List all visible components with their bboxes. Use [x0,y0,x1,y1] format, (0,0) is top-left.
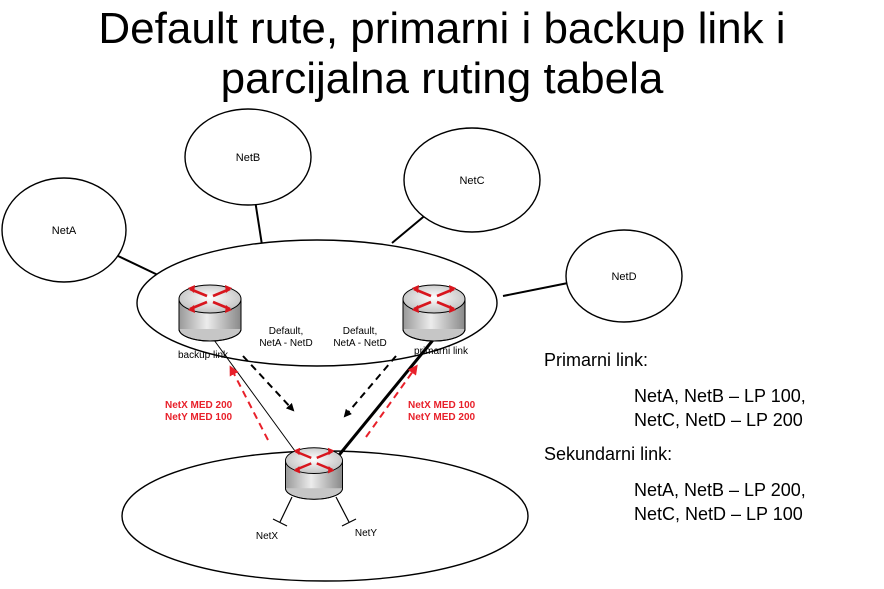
page-title: Default rute, primarni i backup link i p… [0,4,884,104]
med-backup-line1: NetX MED 200 [165,400,233,411]
title-line-2: parcijalna ruting tabela [220,54,664,103]
link-netc [391,212,429,244]
primary-link-line [333,339,435,461]
neta-cloud [1,177,127,283]
nety-label: NetY [355,528,378,539]
netx-stub [279,496,293,523]
legend-primary-header: Primarni link: [544,350,649,370]
legend-secondary-header: Sekundarni link: [544,444,673,464]
primary-link-label: primarni link [414,346,469,357]
red-dashed-arrow-backup [229,365,269,441]
nety-stub [335,496,350,523]
link-neta [115,254,161,277]
backup-link-line [213,339,304,463]
red-dashed-arrow-primary [365,364,418,438]
backup-link-label: backup link [178,350,229,361]
title-line-1: Default rute, primarni i backup link i [98,4,786,53]
netd-cloud [565,229,683,323]
local-pref-legend: Primarni link: NetA, NetB – LP 100, NetC… [544,348,864,526]
default-left-line2: NetA - NetD [259,338,312,349]
default-right-line2: NetA - NetD [333,338,386,349]
med-primary-line1: NetX MED 100 [408,400,476,411]
netb-label: NetB [236,152,260,164]
router-icon [177,283,243,343]
netc-cloud [403,127,541,233]
router-icon [284,446,344,501]
dashed-arrow-icon [242,355,295,412]
neta-label: NetA [52,225,77,237]
router-icon [401,283,467,343]
legend-secondary-line1: NetA, NetB – LP 200, [634,480,806,500]
netd-label: NetD [611,271,636,283]
legend-primary-line1: NetA, NetB – LP 100, [634,386,806,406]
link-netb [254,199,263,246]
netx-label: NetX [256,531,279,542]
link-netd [502,282,569,297]
dashed-arrow-icon [343,355,397,418]
default-right-line1: Default, [343,326,377,337]
legend-primary-line2: NetC, NetD – LP 200 [634,410,803,430]
med-backup-line2: NetY MED 100 [165,412,233,423]
netb-cloud [184,108,312,206]
netc-label: NetC [459,175,484,187]
med-primary-line2: NetY MED 200 [408,412,476,423]
default-left-line1: Default, [269,326,303,337]
legend-secondary-line2: NetC, NetD – LP 100 [634,504,803,524]
